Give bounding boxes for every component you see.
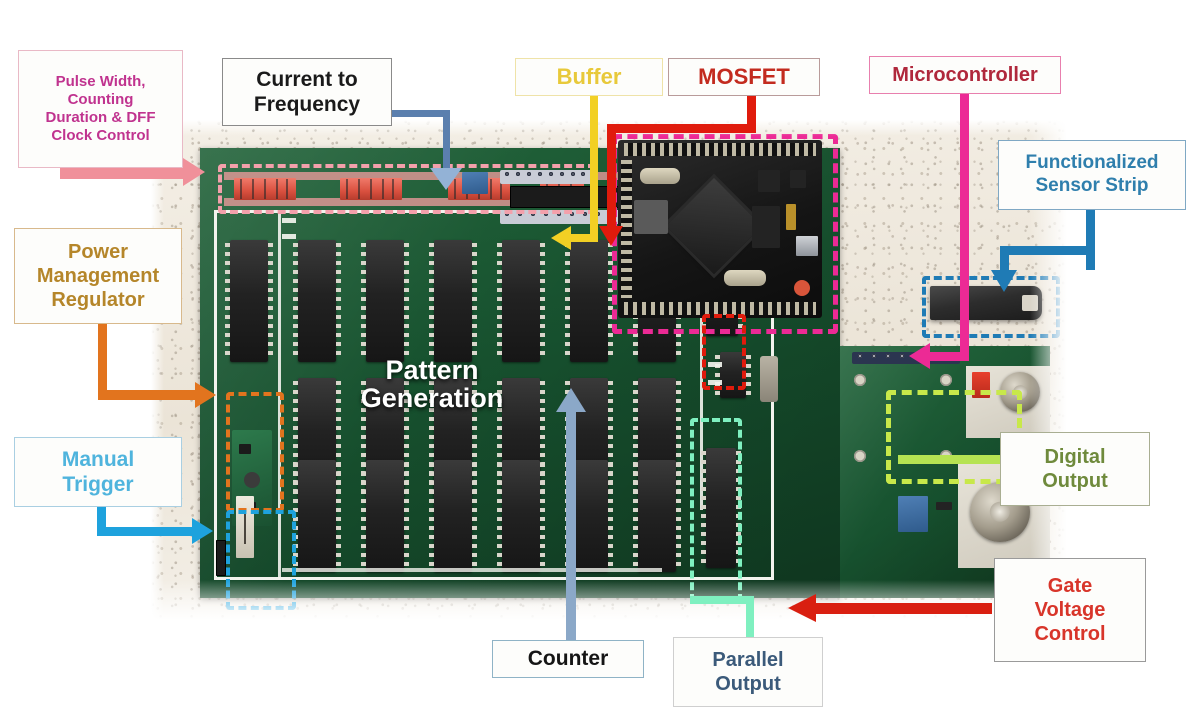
label-line: Gate — [1047, 575, 1093, 597]
connector-microcontroller-v — [960, 92, 969, 360]
label-digital-output[interactable]: Digital Output — [1000, 432, 1150, 506]
connector-sensor-strip-v1 — [1086, 208, 1095, 270]
label-line: Trigger — [62, 473, 134, 496]
arrowhead-buffer — [551, 226, 571, 250]
connector-gate-voltage — [816, 603, 992, 614]
arrowhead-counter — [556, 388, 586, 412]
connector-mosfet-v2 — [607, 124, 616, 230]
pattern-generation-overlay: Pattern Generation — [360, 355, 504, 414]
label-line: Sensor Strip — [1035, 175, 1149, 196]
connector-pulse-width — [60, 166, 185, 179]
label-line: Current to — [256, 67, 358, 91]
connector-mosfet-h — [607, 124, 756, 133]
region-outline-pulse-width — [218, 164, 596, 214]
label-line: Pulse Width, — [55, 73, 146, 90]
label-line: Power — [67, 241, 129, 263]
label-line: Parallel — [712, 649, 784, 671]
connector-mosfet-v1 — [747, 92, 756, 130]
label-line: Output — [715, 673, 781, 695]
arrowhead-microcontroller — [909, 343, 930, 369]
connector-parallel-output-h — [690, 596, 754, 604]
arrowhead-regulator — [195, 382, 216, 408]
label-microcontroller[interactable]: Microcontroller — [869, 56, 1061, 94]
connector-sensor-strip-h — [1000, 246, 1095, 255]
label-line: Counting — [67, 91, 134, 108]
label-line: Manual — [61, 447, 135, 471]
arrowhead-sensor-strip — [991, 270, 1017, 292]
label-line: Duration & DFF — [45, 109, 156, 126]
label-buffer[interactable]: Buffer — [515, 58, 663, 96]
region-outline-regulator — [226, 392, 284, 512]
connector-parallel-output-v — [746, 596, 754, 644]
label-mosfet[interactable]: MOSFET — [668, 58, 820, 96]
connector-manual-trigger-v — [97, 505, 106, 535]
arrowhead-current-to-frequency — [430, 168, 462, 190]
label-line: Control — [1034, 623, 1106, 645]
region-outline-parallel-output — [690, 418, 742, 602]
arrowhead-gate-voltage — [788, 594, 816, 622]
connector-buffer-v — [590, 92, 598, 242]
label-line: Output — [1042, 470, 1108, 492]
connector-regulator-h — [98, 390, 198, 400]
region-outline-mosfet — [702, 314, 746, 390]
connector-counter — [566, 408, 576, 640]
connector-current-to-frequency-h — [376, 110, 450, 117]
connector-buffer-h — [568, 234, 598, 242]
label-power-management-regulator[interactable]: Power Management Regulator — [14, 228, 182, 324]
label-line: Digital — [1044, 446, 1106, 468]
label-parallel-output[interactable]: Parallel Output — [673, 637, 823, 707]
label-line: Counter — [527, 647, 609, 671]
arrowhead-manual-trigger — [192, 518, 213, 544]
label-gate-voltage-control[interactable]: Gate Voltage Control — [994, 558, 1146, 662]
label-line: Frequency — [253, 93, 361, 116]
label-counter[interactable]: Counter — [492, 640, 644, 678]
connector-microcontroller-h — [928, 352, 969, 361]
label-line: MOSFET — [698, 63, 790, 89]
arrowhead-pulse-width — [183, 158, 205, 186]
label-current-to-frequency[interactable]: Current to Frequency — [222, 58, 392, 126]
label-line: Microcontroller — [892, 64, 1038, 86]
connector-current-to-frequency-v — [443, 110, 450, 172]
label-manual-trigger[interactable]: Manual Trigger — [14, 437, 182, 507]
label-line: Buffer — [556, 63, 622, 89]
connector-manual-trigger-h — [97, 527, 195, 536]
microcontroller-module — [618, 140, 822, 318]
pcb-photograph: Pattern Generation — [150, 118, 1070, 626]
connector-regulator-v — [98, 324, 107, 398]
label-line: Voltage — [1034, 599, 1106, 621]
label-line: Clock Control — [51, 127, 150, 144]
connector-sensor-strip-v2 — [1000, 246, 1009, 274]
label-line: Management — [36, 265, 160, 287]
label-line: Regulator — [51, 289, 145, 311]
arrowhead-mosfet — [599, 226, 623, 246]
region-outline-microcontroller — [612, 134, 838, 334]
label-pulse-width[interactable]: Pulse Width, Counting Duration & DFF Clo… — [18, 50, 183, 168]
label-line: Functionalized — [1025, 152, 1159, 174]
label-functionalized-sensor-strip[interactable]: Functionalized Sensor Strip — [998, 140, 1186, 210]
connector-digital-output — [898, 455, 1008, 464]
